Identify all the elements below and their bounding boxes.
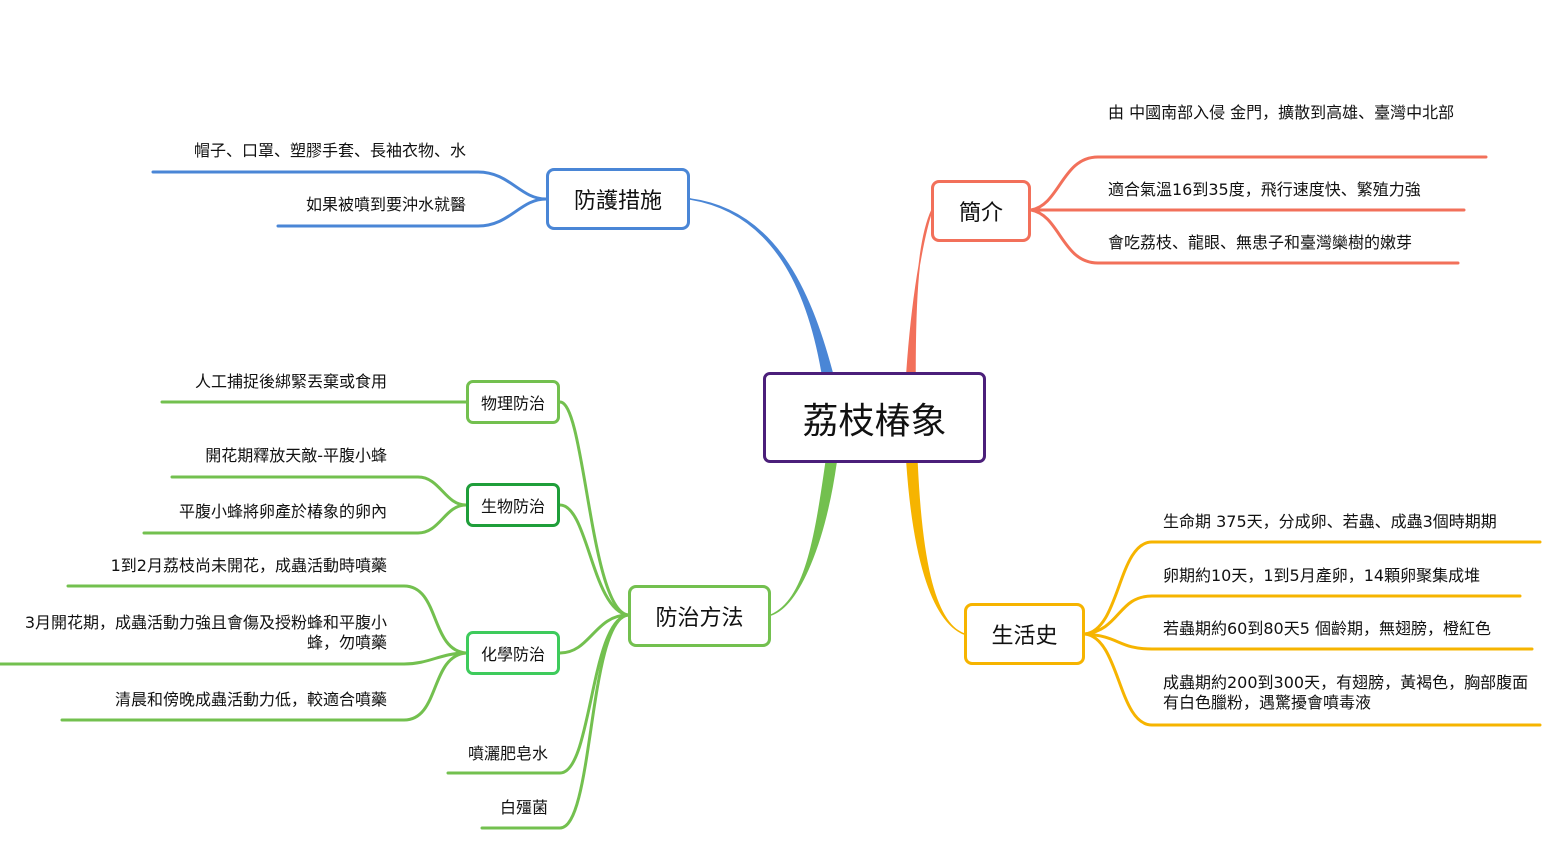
leaf-control-soap[interactable]: 噴灑肥皂水: [467, 744, 548, 763]
branch-intro[interactable]: 簡介: [931, 180, 1031, 242]
edge-control-biological: [558, 503, 630, 617]
edge-root-life: [906, 462, 965, 635]
leaf-protect-2[interactable]: 如果被噴到要沖水就醫: [305, 195, 466, 214]
edge-control-chemical: [558, 613, 630, 655]
leaf-biological-1[interactable]: 開花期釋放天敵-平腹小蜂: [205, 446, 387, 465]
leaf-control-fungus[interactable]: 白殭菌: [499, 798, 548, 817]
edge-biological-2: [142, 503, 468, 535]
edge-chemical-1: [66, 584, 468, 655]
edge-chemical-2: [0, 651, 468, 666]
leaf-life-4[interactable]: 成蟲期約200到300天，有翅膀，黃褐色，胸部腹面有白色臘粉，遇驚擾會噴毒液: [1163, 673, 1529, 712]
leaf-intro-1[interactable]: 由 中國南部入侵 金門，擴散到高雄、臺灣中北部: [1108, 103, 1455, 122]
root-node[interactable]: 荔枝椿象: [763, 372, 986, 463]
edge-root-intro: [906, 209, 933, 373]
branch-life[interactable]: 生活史: [964, 603, 1085, 665]
sub-chemical[interactable]: 化學防治: [466, 631, 560, 675]
leaf-intro-2[interactable]: 適合氣溫16到35度，飛行速度快、繁殖力強: [1108, 180, 1421, 199]
edge-biological-1: [170, 475, 468, 507]
leaf-biological-2[interactable]: 平腹小蜂將卵產於椿象的卵內: [178, 502, 387, 521]
sub-biological[interactable]: 生物防治: [466, 483, 560, 527]
edge-root-protect: [689, 198, 833, 373]
edge-life-4: [1083, 632, 1542, 727]
leaf-life-1[interactable]: 生命期 375天，分成卵、若蟲、成蟲3個時期期: [1163, 512, 1497, 531]
edge-life-3: [1083, 632, 1534, 651]
edge-intro-3: [1029, 208, 1460, 265]
edge-control-physical: [558, 400, 630, 617]
edge-control-fungus: [480, 613, 630, 830]
edge-life-1: [1083, 540, 1542, 636]
leaf-protect-1[interactable]: 帽子、口罩、塑膠手套、長袖衣物、水: [193, 141, 466, 160]
branch-control[interactable]: 防治方法: [628, 585, 771, 647]
edge-intro-1: [1029, 155, 1488, 212]
leaf-chemical-3[interactable]: 清晨和傍晚成蟲活動力低，較適合噴藥: [114, 690, 387, 709]
leaf-chemical-1[interactable]: 1到2月荔枝尚未開花，成蟲活動時噴藥: [110, 556, 387, 575]
sub-physical[interactable]: 物理防治: [466, 380, 560, 424]
edge-protect-1: [151, 170, 548, 201]
branch-protect[interactable]: 防護措施: [546, 168, 690, 230]
leaf-chemical-2[interactable]: 3月開花期，成蟲活動力強且會傷及授粉蜂和平腹小蜂，勿噴藥: [24, 613, 387, 652]
leaf-life-2[interactable]: 卵期約10天，1到5月產卵，14顆卵聚集成堆: [1163, 566, 1481, 585]
edge-chemical-3: [60, 651, 468, 722]
edge-root-control: [770, 462, 837, 616]
edge-protect-2: [276, 197, 548, 228]
leaf-life-3[interactable]: 若蟲期約60到80天5 個齡期，無翅膀，橙紅色: [1163, 619, 1491, 638]
edge-life-2: [1083, 594, 1522, 636]
leaf-intro-3[interactable]: 會吃荔枝、龍眼、無患子和臺灣欒樹的嫩芽: [1108, 233, 1413, 252]
leaf-physical-1[interactable]: 人工捕捉後綁緊丟棄或食用: [194, 372, 387, 391]
